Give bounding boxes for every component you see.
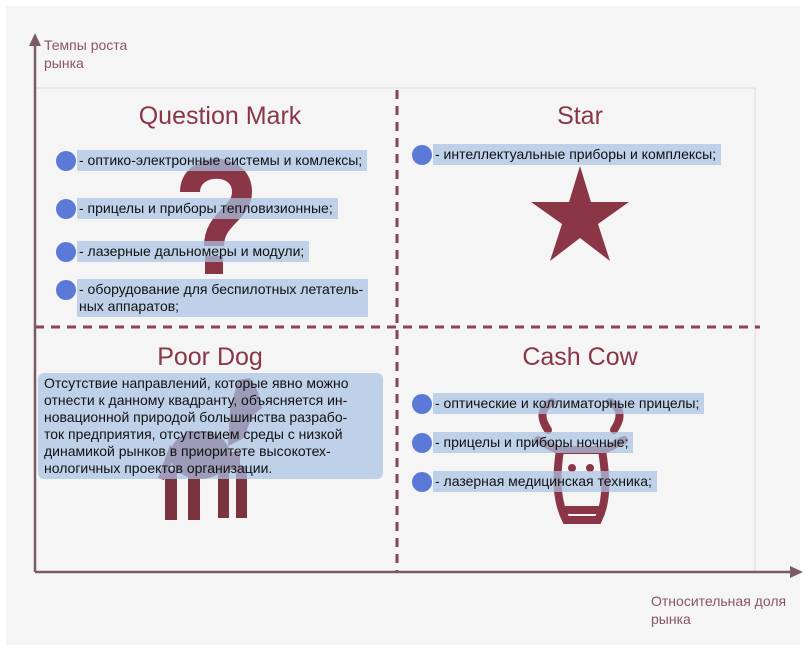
note-line: отнести к данному квадранту, объясняется…	[44, 392, 348, 408]
bullet-icon	[412, 472, 432, 492]
item-text: - оптические и коллиматорные прицелы;	[433, 393, 705, 414]
star-title: Star	[557, 102, 603, 130]
item-text: - оборудование для беспилотных летатель-…	[77, 279, 369, 317]
item-text: - прицелы и приборы тепловизионные;	[77, 198, 338, 219]
bullet-icon	[412, 433, 432, 453]
cash-cow-item: - прицелы и приборы ночные;	[412, 432, 634, 453]
poor-dog-note: Отсутствие направлений, которые явно мож…	[38, 373, 383, 479]
poor-dog-title: Poor Dog	[157, 343, 263, 371]
question-mark-icon	[180, 158, 253, 248]
question-mark-item: - оптико-электронные системы и комлексы;	[56, 150, 368, 171]
x-axis-arrowhead	[790, 566, 803, 578]
question-mark-item: - оборудование для беспилотных летатель-…	[56, 279, 369, 317]
note-line: Отсутствие направлений, которые явно мож…	[44, 375, 349, 391]
star-icon	[531, 166, 629, 261]
note-line: динамикой рынков в приоритете высокотех-	[44, 443, 331, 459]
bullet-icon	[56, 151, 76, 171]
y-axis-label-line1: Темпы роста	[44, 37, 128, 53]
item-text: - интеллектуальные приборы и комплексы;	[433, 144, 722, 165]
question-mark-title: Question Mark	[138, 102, 302, 130]
cash-cow-item: - лазерная медицинская техника;	[412, 471, 657, 492]
item-text: - лазерная медицинская техника;	[433, 471, 657, 492]
bullet-icon	[56, 199, 76, 219]
star-item: - интеллектуальные приборы и комплексы;	[412, 144, 722, 165]
bullet-icon	[412, 145, 432, 165]
note-line: ток предприятия, отсутствием среды с низ…	[44, 426, 343, 442]
y-axis-arrowhead	[29, 33, 41, 46]
cash-cow-item: - оптические и коллиматорные прицелы;	[412, 393, 705, 414]
question-mark-item: - прицелы и приборы тепловизионные;	[56, 198, 338, 219]
item-text: - лазерные дальномеры и модули;	[77, 241, 310, 262]
bullet-icon	[56, 280, 76, 300]
x-axis-label-line1: Относительная доля	[651, 593, 787, 609]
item-text: - прицелы и приборы ночные;	[433, 432, 634, 453]
y-axis-label-line2: рынка	[44, 55, 84, 71]
cow-icon	[534, 398, 628, 524]
note-line: новационной природой большинства разрабо…	[44, 409, 348, 425]
note-line: нологичных проектов организации.	[44, 460, 273, 476]
cash-cow-title: Cash Cow	[522, 343, 638, 371]
x-axis-label: Относительная доля рынка	[651, 592, 786, 628]
bullet-icon	[56, 242, 76, 262]
bullet-icon	[412, 394, 432, 414]
y-axis-label: Темпы роста рынка	[44, 36, 127, 72]
item-text-line1: - оборудование для беспилотных летатель-	[79, 281, 364, 297]
item-text: - оптико-электронные системы и комлексы;	[77, 150, 368, 171]
question-mark-item: - лазерные дальномеры и модули;	[56, 241, 310, 262]
item-text-line2: ных аппаратов;	[79, 298, 180, 314]
x-axis-label-line2: рынка	[651, 611, 691, 627]
